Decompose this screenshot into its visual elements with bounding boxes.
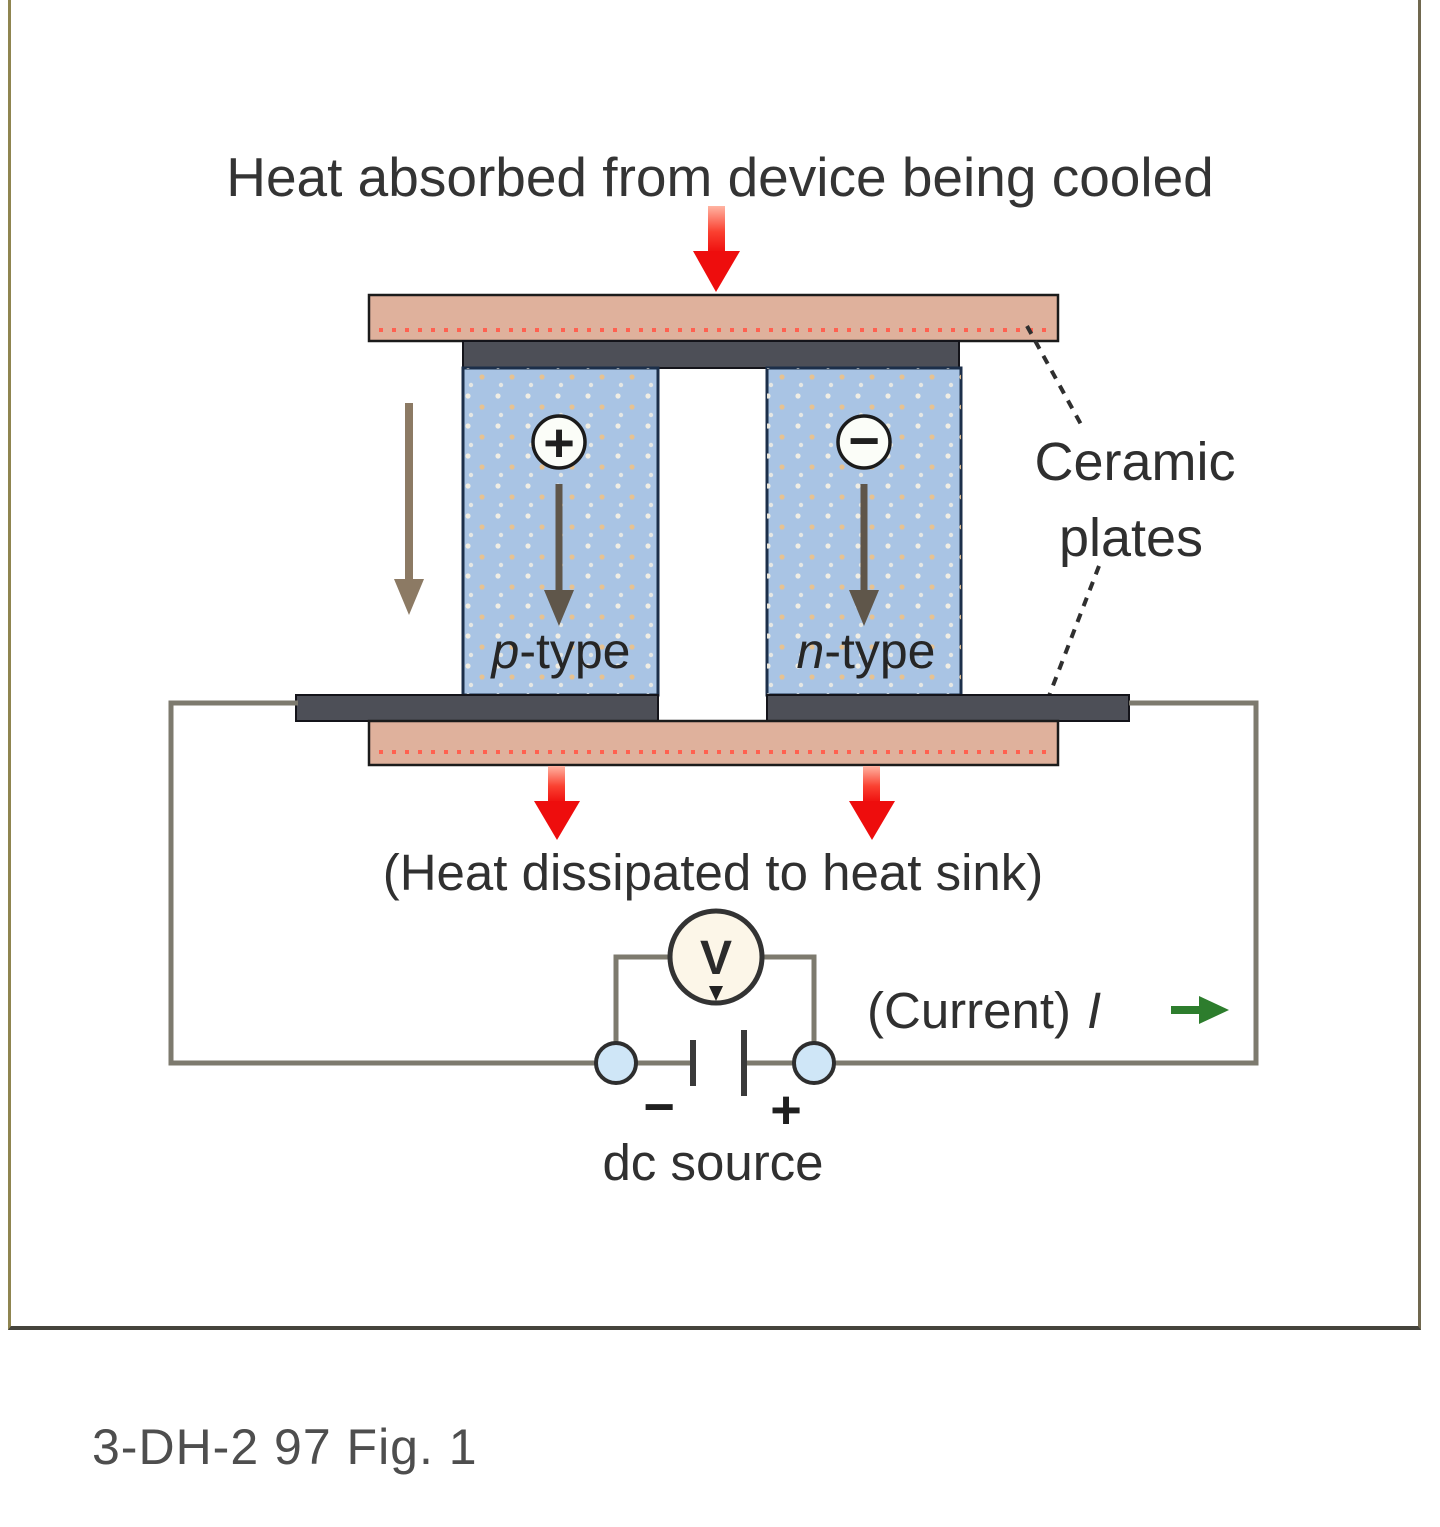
heat-absorbed-arrow (693, 206, 740, 292)
current-label: (Current)I (867, 982, 1101, 1039)
n-type-label: n-type (797, 623, 936, 679)
dc-source-label: dc source (602, 1134, 823, 1191)
positive-carrier-symbol: + (543, 413, 575, 473)
terminal-node-left (594, 1041, 638, 1085)
heat-dissipated-arrow-left (534, 766, 580, 840)
n-type-block: − n-type (765, 366, 963, 697)
peltier-cooler-diagram: Heat absorbed from device being cooled +… (168, 146, 1259, 1191)
p-type-block: + p-type (461, 366, 660, 697)
carrier-down-arrow (849, 484, 879, 626)
p-type-label: p-type (490, 623, 631, 679)
bottom-ceramic-plate (367, 719, 1060, 767)
ceramic-plates-label-line2: plates (1059, 508, 1203, 568)
carrier-down-arrow (544, 484, 574, 626)
plus-sign: + (770, 1080, 802, 1140)
heat-dissipated-arrow-right (849, 766, 895, 840)
negative-carrier-icon (836, 414, 892, 470)
dc-source-battery: − + dc source (594, 1030, 836, 1191)
bottom-conductor-right (766, 694, 1130, 722)
positive-carrier-icon (531, 414, 587, 470)
top-conductor (462, 340, 960, 369)
voltmeter-label: V (700, 932, 732, 985)
circuit-wire-left (168, 700, 693, 1066)
flow-direction-arrow (394, 403, 424, 615)
top-ceramic-plate (367, 293, 1060, 343)
bottom-conductor-left (295, 694, 659, 722)
voltmeter-needle (709, 986, 723, 1001)
voltmeter-wire-right (759, 954, 817, 1063)
figure-caption: 3-DH-2 97 Fig. 1 (92, 1419, 478, 1475)
figure-panel: Heat absorbed from device being cooled +… (8, 0, 1421, 1330)
negative-carrier-symbol: − (848, 411, 880, 471)
ceramic-plates-label-line1: Ceramic (1034, 432, 1235, 492)
current-direction-arrow (1171, 996, 1229, 1024)
figure-title: Heat absorbed from device being cooled (226, 146, 1214, 208)
ceramic-pointer-top (1025, 325, 1085, 429)
terminal-node-right (792, 1041, 836, 1085)
circuit-wire-right (744, 700, 1259, 1066)
heat-dissipated-label: (Heat dissipated to heat sink) (383, 844, 1044, 901)
minus-sign: − (643, 1077, 675, 1137)
voltmeter-wire-left (613, 954, 673, 1063)
voltmeter: V (667, 908, 765, 1006)
